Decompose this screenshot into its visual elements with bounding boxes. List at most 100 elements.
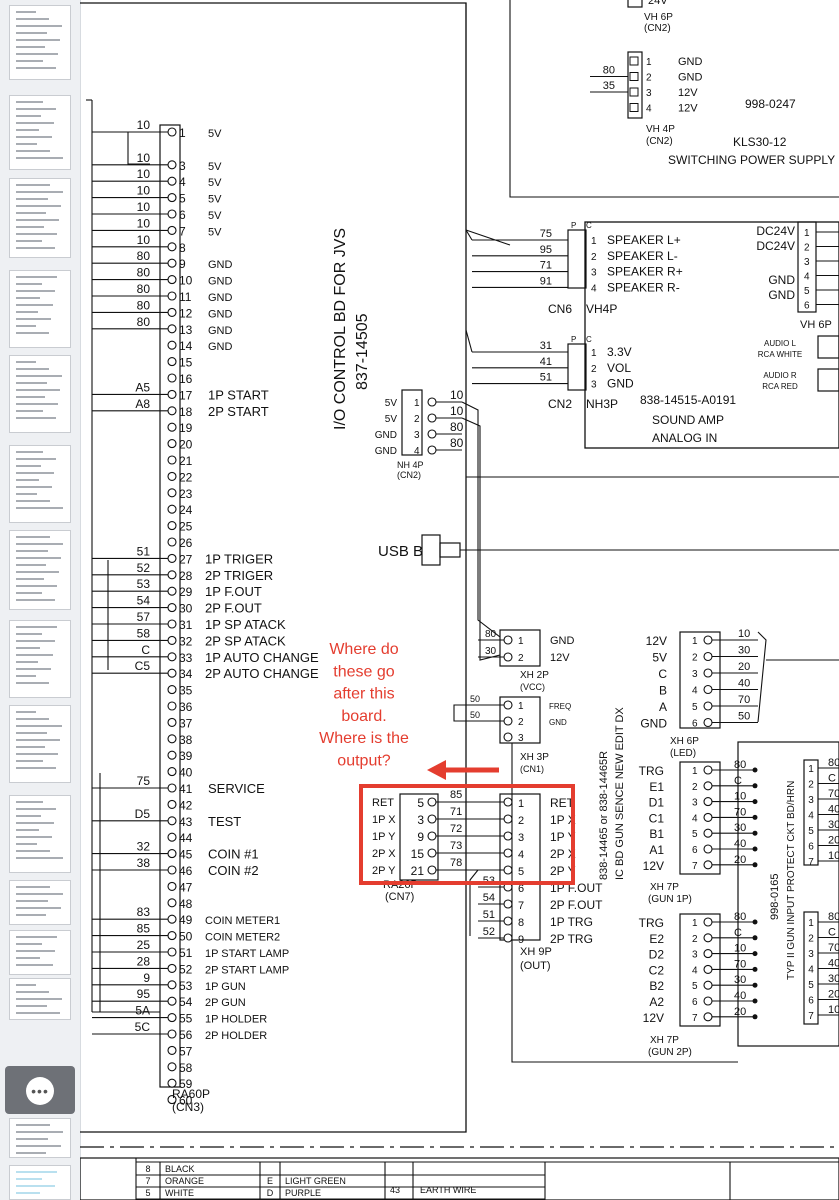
ra60p-pin-number: 54	[179, 995, 193, 1009]
page-thumbnail[interactable]	[9, 880, 71, 925]
gp2-pin-number: 7	[808, 1011, 814, 1022]
legend-extra-num: 43	[390, 1185, 400, 1195]
ra60p-pin-label: GND	[208, 341, 233, 353]
vh4p-name: VH 4P	[646, 124, 675, 135]
page-thumbnail[interactable]	[9, 95, 71, 170]
thumbnail-line	[16, 957, 40, 959]
gp2-pin-number: 1	[808, 918, 814, 929]
thumbnail-line	[16, 654, 53, 656]
page-thumbnail[interactable]	[9, 1118, 71, 1158]
thumbnail-line	[16, 893, 63, 895]
page-thumbnail[interactable]	[9, 978, 71, 1020]
wire-number: A5	[135, 380, 150, 394]
page-thumbnail[interactable]	[9, 620, 71, 698]
wire-number: 78	[450, 857, 462, 869]
ra60p-pin-number: 26	[179, 536, 193, 550]
gun2p-pin-2	[703, 933, 713, 943]
ra60p-pin-number: 38	[179, 733, 193, 747]
ra60p-pin-15	[167, 357, 177, 367]
thumbnail-line	[16, 1192, 40, 1194]
xh2p-pin-2	[503, 652, 513, 662]
ra60p-pin-30	[167, 603, 177, 613]
page-thumbnail[interactable]	[9, 930, 71, 975]
ra60p-pin-number: 27	[179, 552, 193, 566]
gun2p-pin-label: 12V	[643, 1011, 664, 1025]
thumbnail-line	[16, 25, 62, 27]
xh6p-pin-number: 6	[692, 719, 698, 730]
junction-dot	[752, 935, 758, 941]
ra26p-pin-number: 15	[411, 847, 425, 861]
cn2-name: CN2	[548, 397, 572, 411]
rca-white-jack	[817, 335, 839, 359]
xh9p-pin-label: 1P Y	[550, 830, 576, 844]
page-thumbnail[interactable]	[9, 705, 71, 783]
junction-dot	[752, 799, 758, 805]
page-thumbnail[interactable]	[9, 1165, 71, 1200]
page-thumbnail[interactable]	[9, 795, 71, 873]
wire-number: 71	[450, 806, 462, 818]
ra60p-pin-43	[167, 816, 177, 826]
page-thumbnail[interactable]	[9, 5, 71, 80]
wire-number: 30	[828, 819, 839, 831]
ra60p-pin-number: 49	[179, 913, 193, 927]
thumbnail-line	[16, 1152, 46, 1154]
wire-number: 41	[540, 356, 552, 368]
wire-number: 83	[137, 905, 151, 919]
gun1p-id: (GUN 1P)	[648, 894, 692, 905]
junction-dot	[752, 1014, 758, 1020]
wire-number: 20	[828, 835, 839, 847]
xh6p-pin-label: 12V	[646, 634, 667, 648]
thumbnail-line	[16, 718, 49, 720]
ra60p-pin-label: 1P START	[208, 387, 269, 402]
xh2p-id: (VCC)	[520, 682, 545, 692]
wire-number: D5	[135, 807, 151, 821]
xh6p-pin-label: GND	[640, 717, 667, 731]
ra60p-pin-8	[167, 242, 177, 252]
wire-number: 28	[137, 954, 151, 968]
annotation-question-line: Where do	[329, 641, 398, 658]
main-board-title-line1: I/O CONTROL BD FOR JVS	[332, 228, 349, 430]
ra60p-pin-number: 10	[179, 274, 193, 288]
ra60p-pin-number: 17	[179, 388, 193, 402]
wire-number: 10	[734, 791, 746, 803]
cn2-pin-number: 3	[591, 380, 597, 391]
thumbnail-line	[16, 472, 54, 474]
thumbnail-line	[16, 368, 49, 370]
page-thumbnail[interactable]	[9, 355, 71, 433]
wire-number: 53	[137, 577, 151, 591]
wire-number: 40	[734, 838, 746, 850]
wire-number: 5C	[135, 1020, 151, 1034]
thumbnail-line	[16, 886, 50, 888]
ellipsis-icon[interactable]: •••	[26, 1077, 54, 1105]
xh9p-pin-number: 7	[518, 900, 524, 912]
ra60p-pin-51	[167, 947, 177, 957]
ra60p-pin-label: COIN METER1	[205, 915, 280, 927]
ra26p-pin-label: RET	[372, 797, 394, 809]
cn6-pin-label: SPEAKER L+	[607, 233, 681, 247]
vh4p-pin-number: 3	[646, 88, 652, 99]
thumbnail-line	[16, 900, 48, 902]
cn6-c-label: C	[586, 221, 592, 230]
xh3p-pin-number: 3	[518, 733, 524, 744]
page-thumbnail[interactable]	[9, 445, 71, 523]
ra26p-pin-9	[427, 831, 437, 841]
ra60p-pin-57	[167, 1045, 177, 1055]
wire	[461, 401, 501, 638]
page-thumbnail[interactable]	[9, 178, 71, 258]
ra60p-pin-label: 5V	[208, 128, 222, 140]
xh9p-pin-8	[503, 916, 513, 926]
gp2-pin-number: 3	[808, 949, 814, 960]
sound-amp-part: 838-14515-A0191	[640, 393, 736, 407]
vh6p-right-pin-number: 3	[804, 257, 810, 268]
psu-top-connector-name: VH 6P	[644, 12, 673, 23]
gun2p-pin-label: D2	[649, 948, 665, 962]
gun2p-pin-label: TRG	[639, 916, 664, 930]
thumbnail-line	[16, 857, 63, 859]
ra60p-pin-label: 5V	[208, 226, 222, 238]
xh2p-pin-number: 2	[518, 653, 524, 664]
ra60p-pin-1	[167, 127, 177, 137]
page-thumbnail[interactable]	[9, 270, 71, 348]
xh6p-pin-number: 1	[692, 636, 698, 647]
page-thumbnail[interactable]	[9, 530, 71, 610]
wire-number: 95	[540, 244, 552, 256]
